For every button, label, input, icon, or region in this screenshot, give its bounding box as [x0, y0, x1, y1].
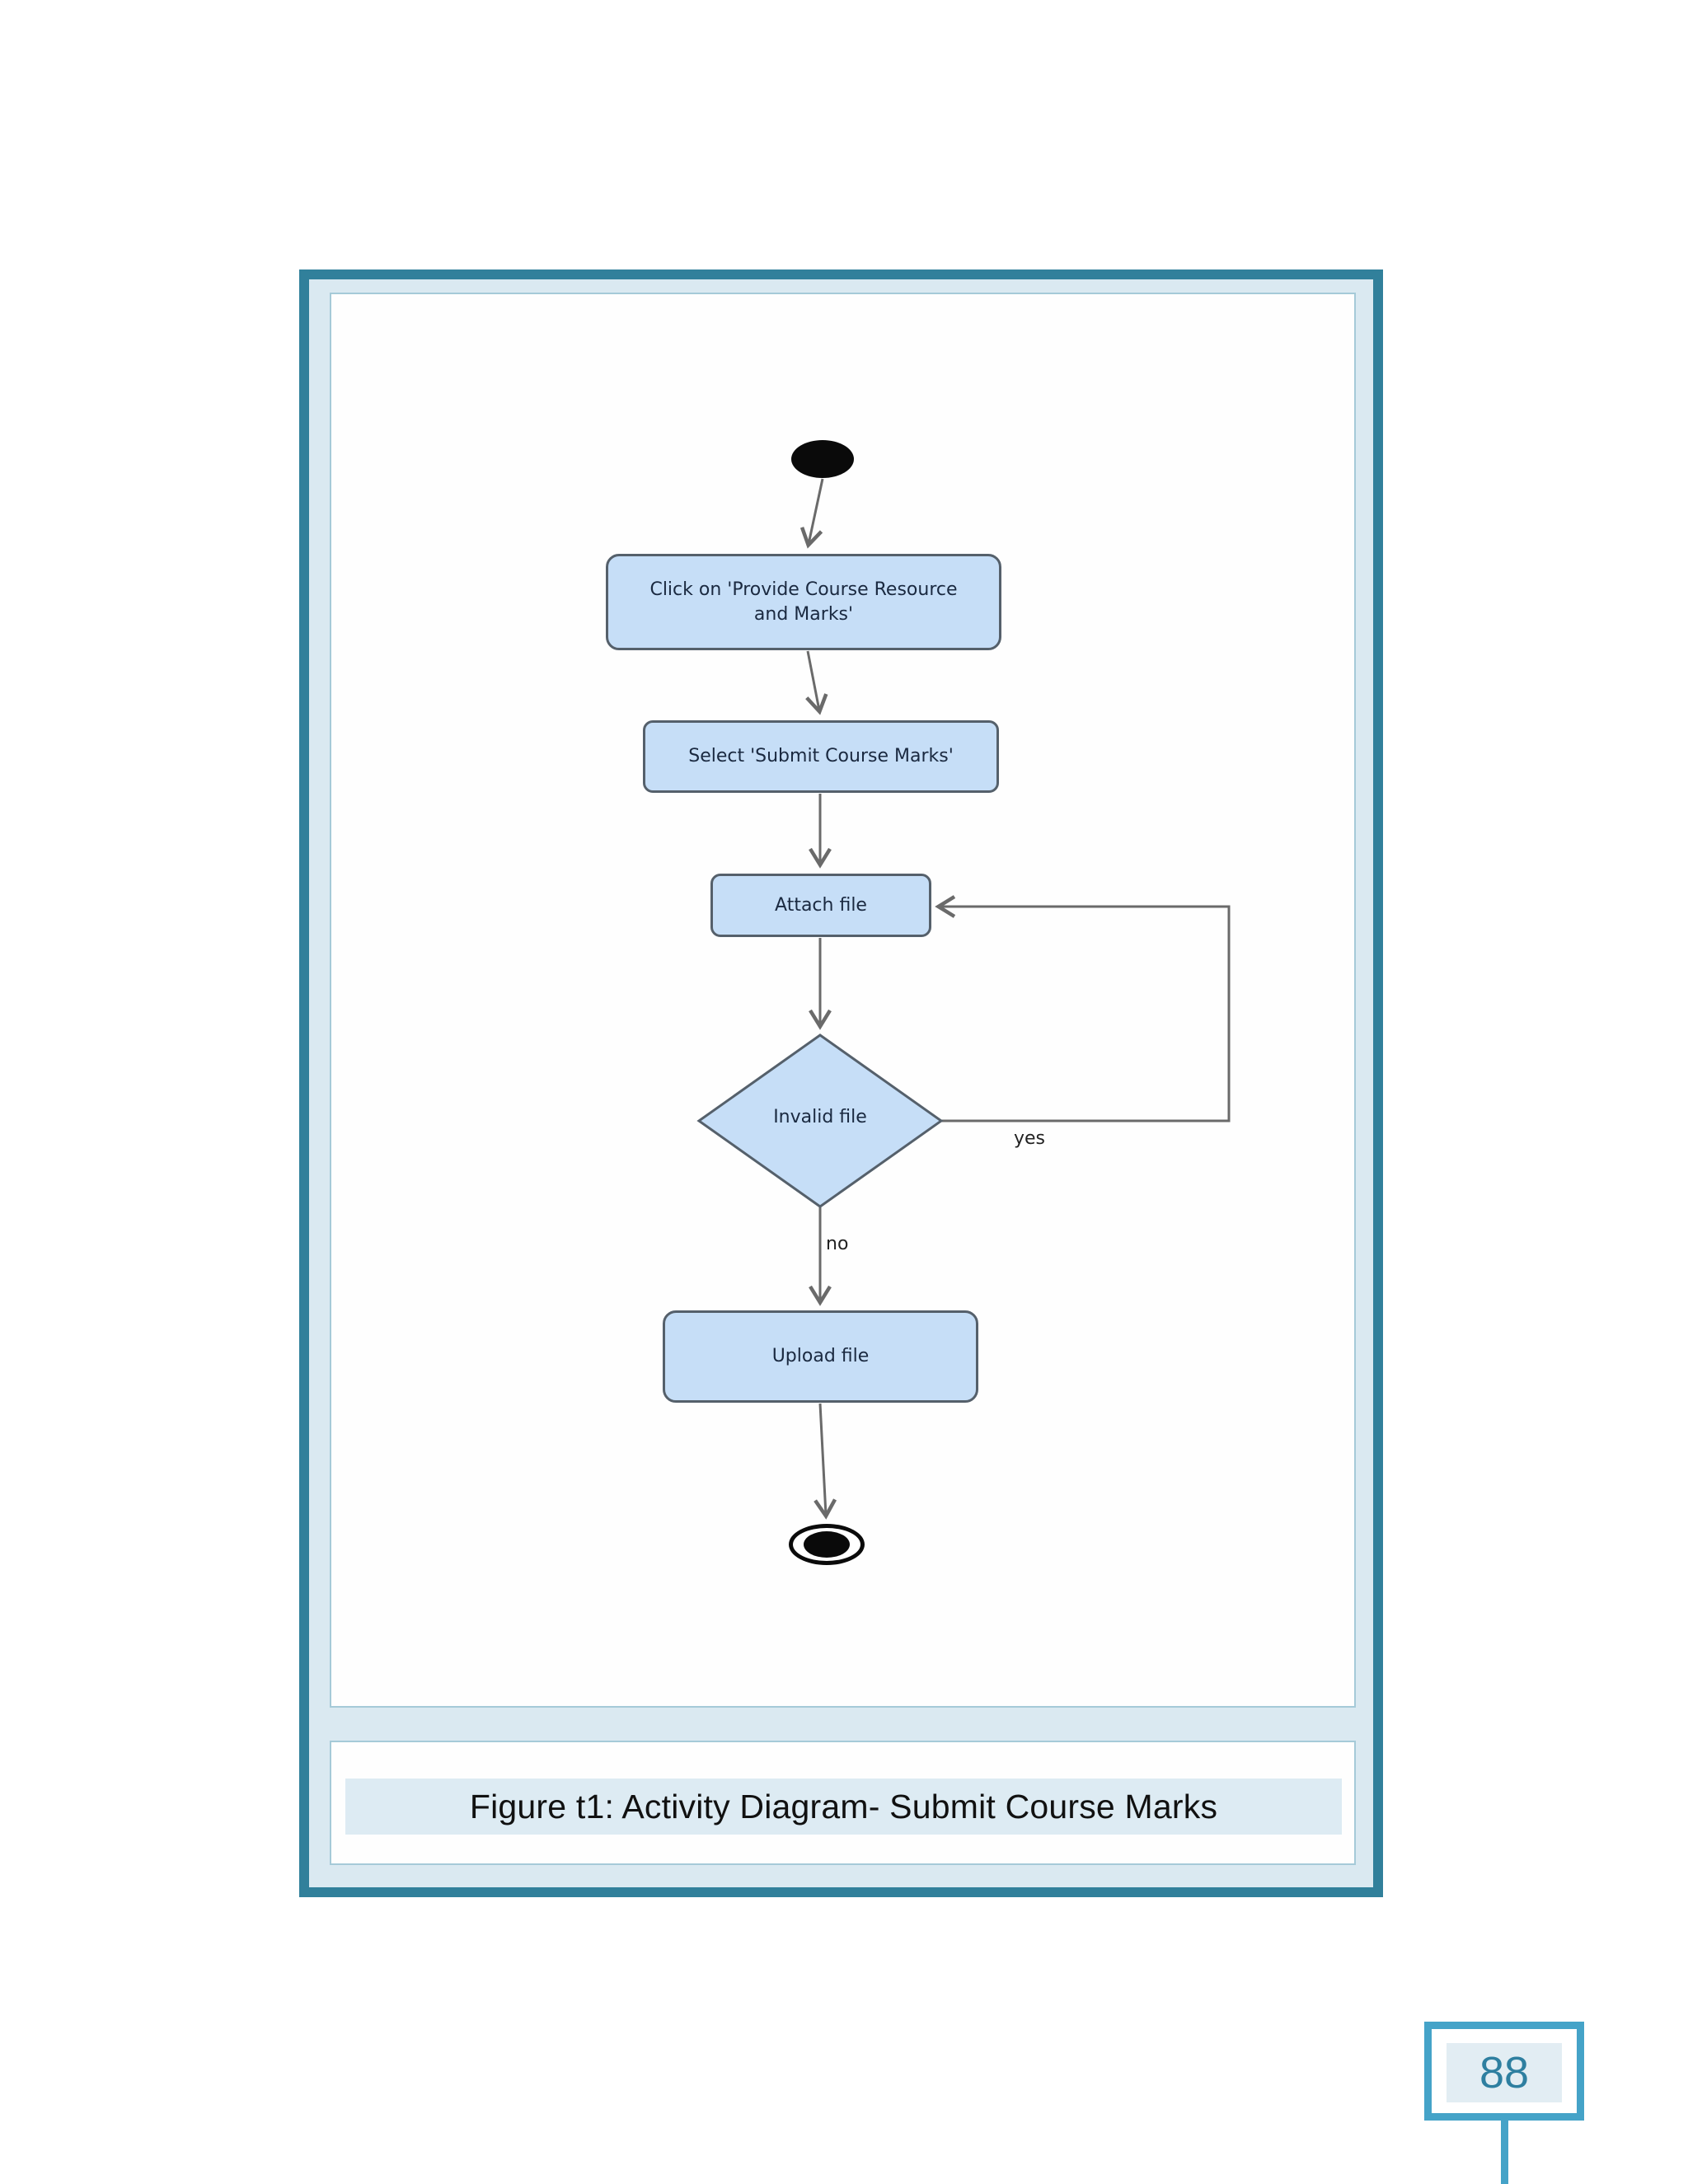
- caption-panel: Figure t1: Activity Diagram- Submit Cour…: [330, 1741, 1356, 1865]
- flow-edges: [696, 478, 1231, 1520]
- figure-caption: Figure t1: Activity Diagram- Submit Cour…: [469, 1787, 1218, 1825]
- activity-attach-file: Attach file: [710, 874, 931, 937]
- final-node-dot: [804, 1531, 850, 1558]
- page-number: 88: [1447, 2043, 1562, 2102]
- page-number-box: 88: [1424, 2022, 1584, 2121]
- activity-click-provide-course-resource: Click on 'Provide Course Resource and Ma…: [606, 554, 1001, 650]
- edge-yes-loop: [935, 895, 1231, 1122]
- edge-click-to-select: [805, 650, 828, 715]
- decision-invalid-file: Invalid file: [773, 1107, 867, 1127]
- activity-upload-file: Upload file: [663, 1310, 978, 1403]
- activity-select-submit-course-marks: Select 'Submit Course Marks': [643, 720, 999, 793]
- edge-label-yes: yes: [1014, 1128, 1046, 1149]
- edge-start-to-click: [799, 478, 824, 549]
- decision-diamond: [696, 1033, 944, 1208]
- page-number-stem: [1501, 2119, 1508, 2184]
- activity-diagram-panel: Click on 'Provide Course Resource and Ma…: [330, 293, 1356, 1708]
- caption-strip: Figure t1: Activity Diagram- Submit Cour…: [345, 1779, 1342, 1835]
- edge-label-no: no: [826, 1234, 849, 1254]
- figure-frame: Click on 'Provide Course Resource and Ma…: [299, 269, 1383, 1897]
- final-node: [789, 1524, 865, 1565]
- edge-upload-to-end: [814, 1403, 837, 1520]
- initial-node: [791, 440, 854, 478]
